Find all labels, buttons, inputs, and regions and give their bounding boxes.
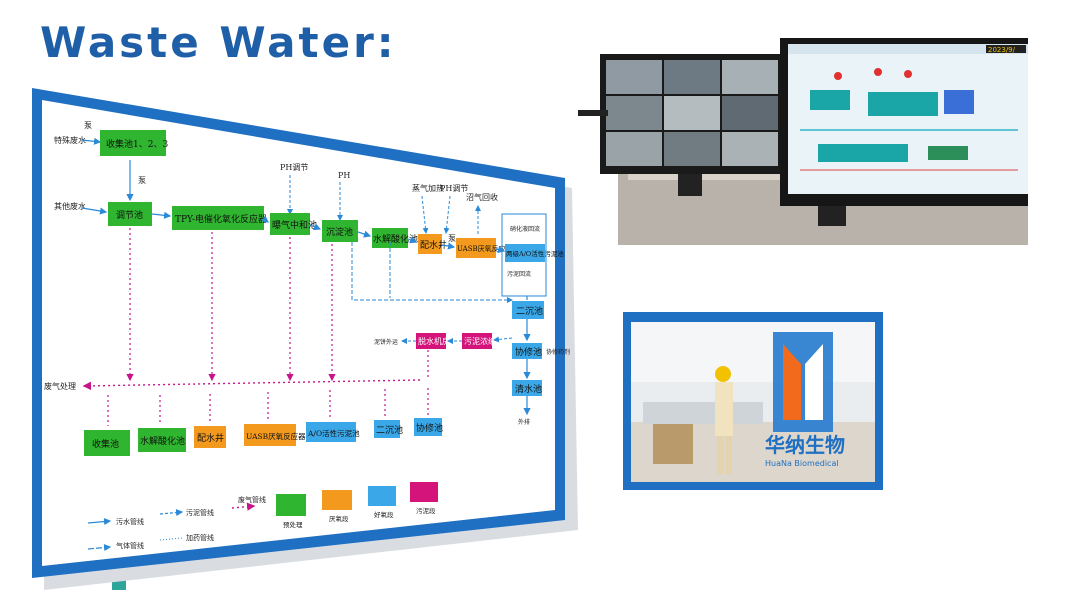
bottom-box-secondary-label: 二沉池 <box>376 424 403 436</box>
box-disinfect-label: 协修池 <box>515 346 542 358</box>
legend-sludge: 污泥管线 <box>186 508 214 517</box>
legend-dosing: 加药管线 <box>186 533 214 542</box>
label-sludge-return: 污泥回流 <box>507 270 531 278</box>
label-pump-1: 泵 <box>84 121 92 130</box>
legend-air: 气体管线 <box>116 541 144 550</box>
legend-swatch-magenta <box>410 482 438 502</box>
box-secondary-label: 二沉池 <box>516 305 543 317</box>
box-regulate-label: 调节池 <box>116 209 143 221</box>
bottom-box-uasb <box>244 424 296 446</box>
box-uasb <box>456 238 496 258</box>
legend-aerobic: 好氧段 <box>374 510 394 519</box>
box-collect <box>100 130 166 156</box>
box-hydrolysis-label: 水解酸化池 <box>373 233 418 245</box>
label-steam: 蒸气加热 <box>412 183 444 193</box>
bottom-box-collect <box>84 430 130 456</box>
legend-swatch-green <box>276 494 306 516</box>
label-out: 外排 <box>518 418 530 426</box>
bottom-box-pre-pump-label: 配水井 <box>197 432 224 444</box>
box-disinfect <box>512 343 542 359</box>
box-pre-pump-label: 配水井 <box>420 239 447 251</box>
bottom-box-hydrolysis <box>138 428 186 452</box>
label-other-water: 其他废水 <box>54 201 86 211</box>
box-clear <box>512 380 542 396</box>
box-ao <box>505 244 545 262</box>
bottom-box-pre-pump <box>194 426 226 448</box>
logo-subtext: HuaNa Biomedical <box>765 459 839 468</box>
box-dewater-label: 脱水机房 <box>418 336 450 346</box>
page-title: Waste Water: <box>40 18 397 67</box>
legend-swatch-blue <box>368 486 396 506</box>
huana-logo <box>773 332 833 432</box>
box-ao-label: 两级A/O活性污泥池 <box>506 249 564 258</box>
scada-date: 2023/9/ <box>988 46 1016 54</box>
legend-gas: 废气管线 <box>238 495 266 504</box>
cctv-grid <box>606 60 778 166</box>
label-pump-3: 泵 <box>448 234 456 243</box>
box-aeration-label: 曝气中和池 <box>272 219 317 231</box>
label-pump-2: 泵 <box>138 176 146 185</box>
bottom-box-ao <box>306 422 356 442</box>
box-pre-pump <box>418 234 442 254</box>
box-tpy-label: TPY-电催化氧化反应器 <box>175 213 267 225</box>
label-ao-top: 硝化液回流 <box>510 225 540 233</box>
box-tpy <box>172 206 264 230</box>
bottom-box-secondary <box>374 420 400 438</box>
label-ph: PH <box>338 171 350 180</box>
bottom-box-uasb-label: UASB厌氧反应器 <box>246 431 306 441</box>
box-hydrolysis <box>372 228 408 248</box>
monitoring-station-image: 2023/9/ <box>578 20 1028 245</box>
box-aeration <box>270 213 310 235</box>
label-ph-adjust: PH调节 <box>280 163 308 172</box>
box-settle-label: 沉淀池 <box>326 226 353 238</box>
legend-anaerobic: 厌氧段 <box>329 514 349 523</box>
box-sludge-well-label: 污泥浓缩池 <box>464 336 504 346</box>
legend-sewage: 污水管线 <box>116 517 144 526</box>
box-ao-frame <box>501 213 547 297</box>
box-sludge-well <box>462 333 492 349</box>
box-regulate <box>108 202 152 226</box>
label-reuse: 协修药剂 <box>546 348 570 356</box>
bottom-box-disinfect <box>414 418 442 436</box>
box-dewater <box>416 333 446 349</box>
label-sludge-out: 泥饼外运 <box>374 338 398 346</box>
label-ph-adjust-2: PH调节 <box>440 184 468 193</box>
box-collect-label: 收集池1、2、3 <box>106 138 168 150</box>
label-biogas: 沼气回收 <box>466 192 498 202</box>
label-special-water: 特殊废水 <box>54 135 86 145</box>
bottom-box-ao-label: A/O活性污泥池 <box>307 428 360 438</box>
lab-photo: 华纳生物 HuaNa Biomedical <box>623 312 883 490</box>
bottom-box-collect-label: 收集池 <box>92 438 119 450</box>
box-clear-label: 清水池 <box>515 383 542 395</box>
bottom-box-hydrolysis-label: 水解酸化池 <box>140 435 185 447</box>
legend-pre: 预处理 <box>283 520 303 529</box>
label-exhaust: 废气处理 <box>44 381 76 391</box>
box-secondary <box>512 301 544 319</box>
legend-swatch-orange <box>322 490 352 510</box>
box-uasb-label: UASB厌氧反应器 <box>457 244 513 253</box>
legend-sludge-sec: 污泥段 <box>416 506 436 515</box>
lab-worker <box>715 366 733 474</box>
logo-text: 华纳生物 <box>765 433 845 457</box>
box-settle <box>322 220 358 242</box>
bottom-box-disinfect-label: 协修池 <box>416 422 443 434</box>
